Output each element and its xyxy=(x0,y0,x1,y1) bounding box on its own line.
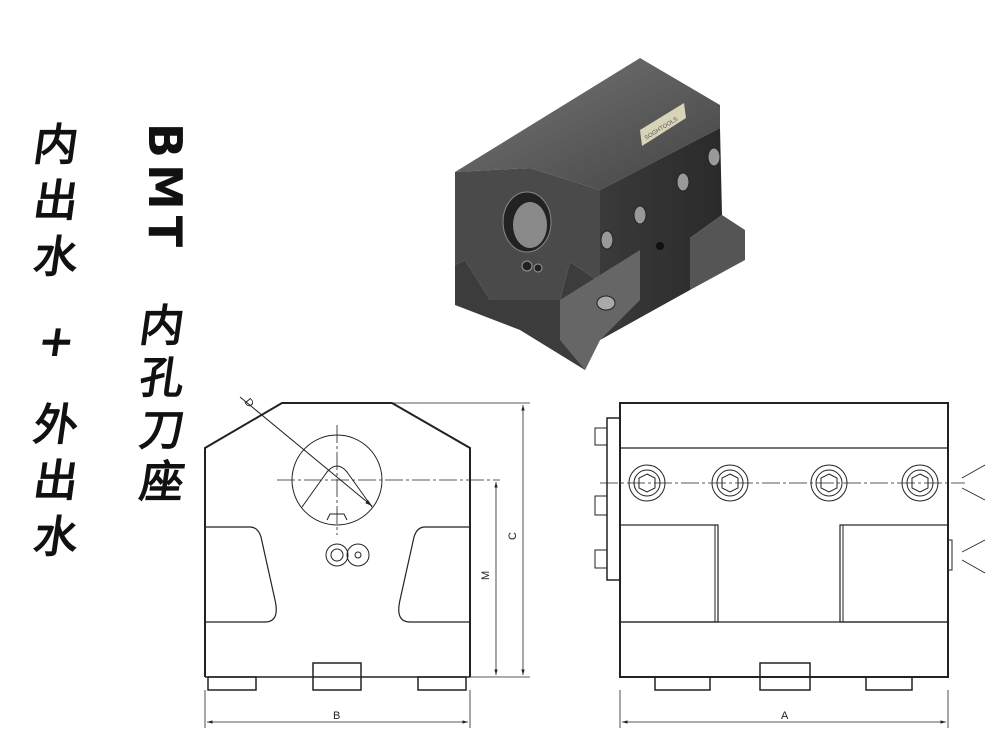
tool-holder-3d-render: SOGHTOOLS xyxy=(455,58,745,370)
dim-a-label: A xyxy=(781,710,789,722)
dim-c-label: C xyxy=(507,532,519,540)
dim-m-label: M xyxy=(480,571,492,580)
dim-b-label: B xyxy=(333,710,340,722)
screw-heads xyxy=(628,464,939,502)
front-view-drawing xyxy=(204,396,530,728)
side-view-drawing xyxy=(594,402,986,728)
